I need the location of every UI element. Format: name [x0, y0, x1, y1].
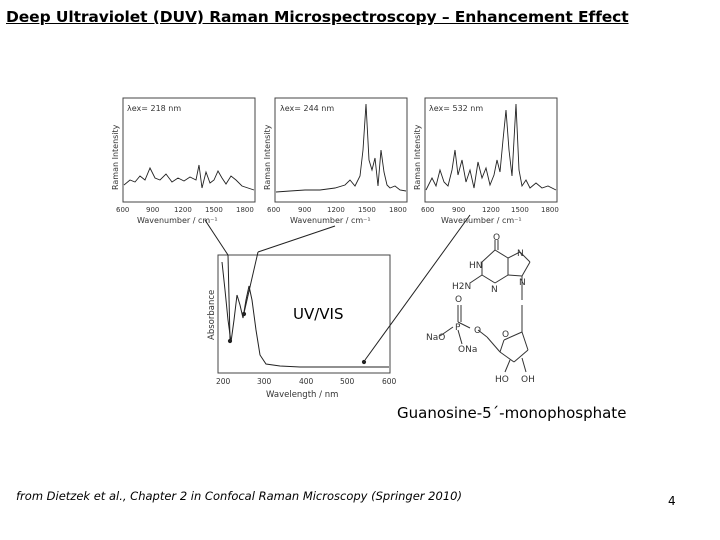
- raman-panel-ylabel: Raman Intensity: [263, 124, 272, 190]
- raman-panel-244: λex= 244 nm Raman Intensity 600 900 1200…: [263, 97, 408, 225]
- atom-label: OH: [521, 375, 535, 385]
- raman-panel-tick: 1800: [236, 206, 254, 214]
- atom-label: HO: [495, 375, 509, 385]
- atom-label: N: [519, 278, 526, 288]
- raman-panel-tick: 600: [421, 206, 434, 214]
- raman-panel-tick: 1200: [327, 206, 345, 214]
- raman-panel-excitation: λex= 244 nm: [280, 104, 334, 113]
- connector-lines: [204, 214, 471, 365]
- raman-spectrum-244: [275, 103, 407, 193]
- raman-panel-tick: 900: [298, 206, 311, 214]
- raman-panel-tick: 1500: [205, 206, 223, 214]
- raman-panel-ylabel: Raman Intensity: [413, 124, 422, 190]
- gmp-structure: O HN N H2N N N O P NaO ONa O O HO OH: [426, 233, 535, 385]
- absorbance-tick: 200: [216, 377, 231, 386]
- absorbance-tick: 300: [257, 377, 272, 386]
- raman-panel-tick: 1200: [482, 206, 500, 214]
- raman-spectrum-218: [123, 164, 255, 191]
- raman-panel-excitation: λex= 218 nm: [127, 104, 181, 113]
- atom-label: ONa: [458, 345, 477, 355]
- molecule-caption: Guanosine-5´-monophosphate: [397, 404, 627, 422]
- raman-panel-tick: 1800: [389, 206, 407, 214]
- atom-label: H2N: [452, 282, 471, 292]
- page-number: 4: [668, 494, 676, 508]
- raman-panel-tick: 600: [267, 206, 280, 214]
- raman-panel-xlabel: Wavenumber / cm⁻¹: [290, 216, 371, 225]
- raman-panel-tick: 600: [116, 206, 129, 214]
- atom-label: O: [455, 295, 462, 305]
- raman-panel-tick: 900: [146, 206, 159, 214]
- absorbance-tick: 400: [299, 377, 314, 386]
- absorbance-tick: 600: [382, 377, 397, 386]
- raman-panel-excitation: λex= 532 nm: [429, 104, 483, 113]
- atom-label: NaO: [426, 333, 445, 343]
- raman-panel-tick: 1500: [511, 206, 529, 214]
- absorbance-plot: Absorbance 200 300 400 500 600 Wavelengt…: [207, 254, 397, 400]
- raman-panel-ylabel: Raman Intensity: [111, 124, 120, 190]
- atom-label: O: [474, 326, 481, 336]
- atom-label: O: [493, 233, 500, 243]
- slide-title: Deep Ultraviolet (DUV) Raman Microspectr…: [6, 8, 629, 26]
- raman-panel-tick: 1200: [174, 206, 192, 214]
- atom-label: N: [517, 249, 524, 259]
- raman-panel-532: λex= 532 nm Raman Intensity 600 900 1200…: [413, 97, 559, 225]
- atom-label: O: [502, 330, 509, 340]
- raman-panel-218: λex= 218 nm Raman Intensity 600 900 1200…: [111, 97, 256, 225]
- raman-spectrum-532: [425, 103, 557, 191]
- absorbance-xlabel: Wavelength / nm: [266, 390, 338, 400]
- atom-label: N: [491, 285, 498, 295]
- raman-panel-tick: 1800: [541, 206, 559, 214]
- raman-panel-tick: 1500: [358, 206, 376, 214]
- source-credit: from Dietzek et al., Chapter 2 in Confoc…: [16, 489, 462, 503]
- atom-label: HN: [469, 261, 483, 271]
- raman-panel-xlabel: Wavenumber / cm⁻¹: [137, 216, 218, 225]
- atom-label: P: [455, 323, 461, 333]
- absorbance-ylabel: Absorbance: [207, 290, 217, 340]
- raman-panel-xlabel: Wavenumber / cm⁻¹: [441, 216, 522, 225]
- raman-panel-tick: 900: [452, 206, 465, 214]
- absorbance-tick: 500: [340, 377, 355, 386]
- uvvis-label: UV/VIS: [293, 305, 344, 323]
